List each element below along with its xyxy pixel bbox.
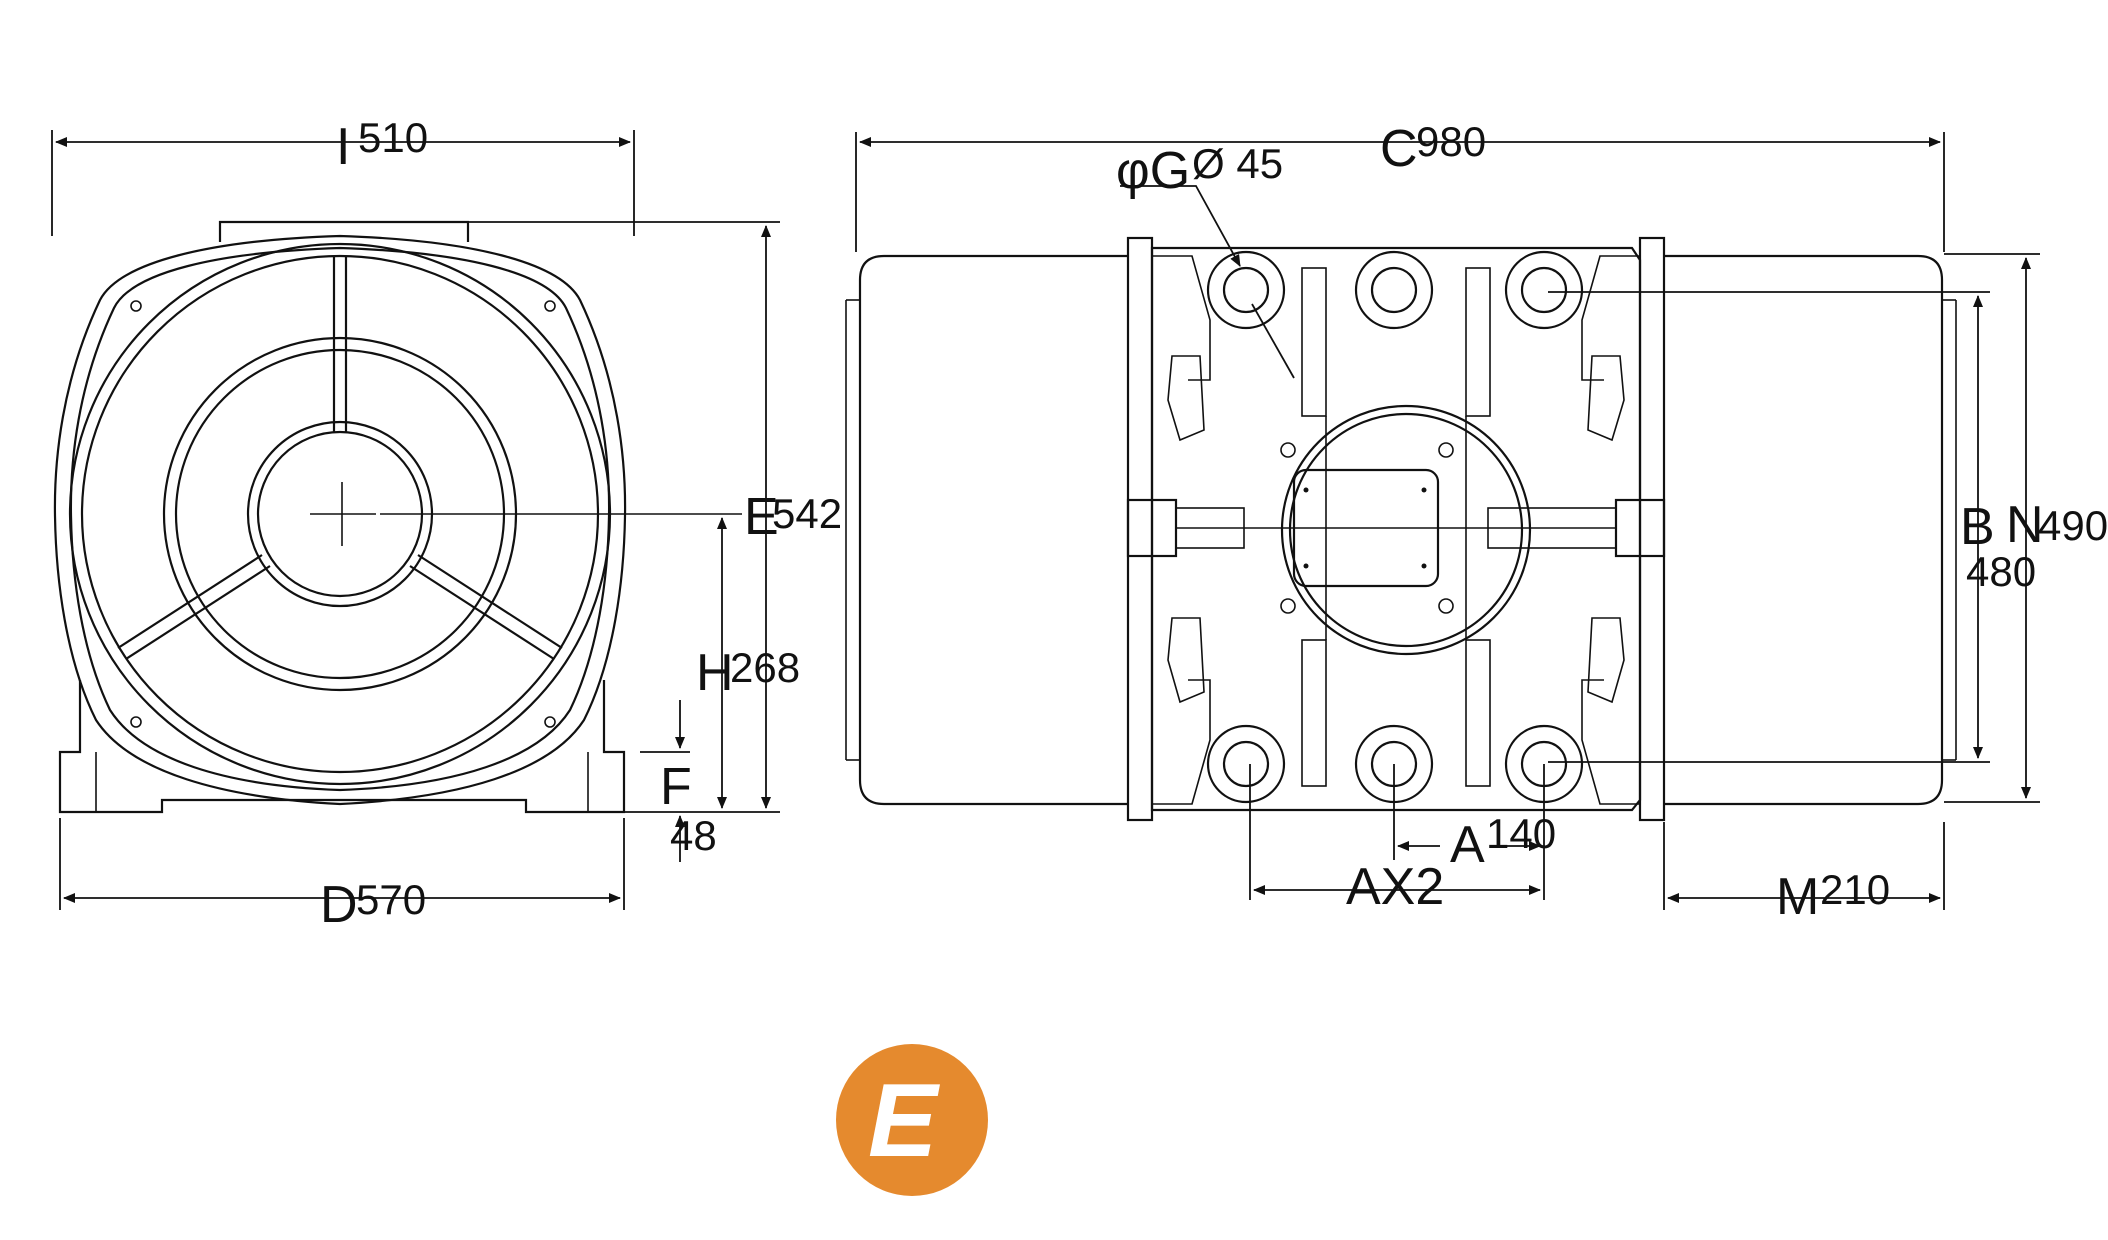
dim-D-letter: D — [320, 876, 358, 934]
side-terminal-ring-outer — [1280, 404, 1532, 656]
dim-C-letter: C — [1380, 120, 1418, 178]
dim-N-value: 490 — [2038, 502, 2108, 549]
side-ribs — [1301, 267, 1491, 787]
side-right-flange — [1638, 236, 1666, 822]
side-body — [1150, 246, 1642, 812]
dim-M-value: 210 — [1820, 866, 1890, 913]
front-view — [53, 220, 627, 814]
dim-I-value: 510 — [358, 114, 428, 161]
dim-H-value: 268 — [730, 644, 800, 691]
front-spokes — [117, 256, 563, 660]
dim-I-letter: I — [336, 118, 350, 176]
dim-F-letter: F — [660, 758, 692, 816]
side-dimensions: C 980 φG Ø 45 B 480 N 490 A 140 AX2 — [855, 118, 2108, 926]
front-housing-outer — [53, 234, 627, 806]
side-bolt-bosses — [1206, 250, 1584, 804]
dim-F-value: 48 — [670, 812, 717, 859]
side-left-flange — [1126, 236, 1154, 822]
dim-D-value: 570 — [356, 876, 426, 923]
front-housing-inner — [69, 246, 611, 792]
dim-G-letter: φG — [1116, 142, 1190, 200]
dim-C-value: 980 — [1416, 118, 1486, 165]
brand-logo: E — [836, 1044, 988, 1196]
side-pads — [1167, 355, 1625, 704]
side-view — [845, 236, 1957, 822]
front-mount-holes — [130, 300, 556, 728]
front-base — [58, 680, 626, 814]
dim-N-letter: N — [2006, 496, 2044, 554]
dim-A-letter: A — [1450, 816, 1485, 874]
dim-M-letter: M — [1776, 868, 1819, 926]
front-top-boss — [218, 220, 470, 242]
side-terminal-screws — [1280, 442, 1454, 614]
front-dimensions: I 510 E 542 H 268 F 48 D 570 — [51, 114, 842, 934]
dim-A-value: 140 — [1486, 810, 1556, 857]
side-terminal-ring-inner — [1288, 412, 1524, 648]
dim-G-value: Ø 45 — [1192, 140, 1283, 187]
side-left-cap — [858, 254, 1128, 806]
side-terminal-box — [1292, 468, 1440, 588]
dim-E-letter: E — [744, 488, 779, 546]
dim-B-letter: B — [1960, 498, 1995, 556]
logo-circle — [836, 1044, 988, 1196]
side-shaft — [1126, 498, 1666, 558]
dim-H-letter: H — [696, 644, 734, 702]
dim-AX2-label: AX2 — [1346, 858, 1444, 916]
dim-G-leader — [1120, 185, 1241, 267]
logo-letter: E — [868, 1063, 940, 1179]
dim-E-value: 542 — [772, 490, 842, 537]
side-right-cap — [1664, 254, 1944, 806]
